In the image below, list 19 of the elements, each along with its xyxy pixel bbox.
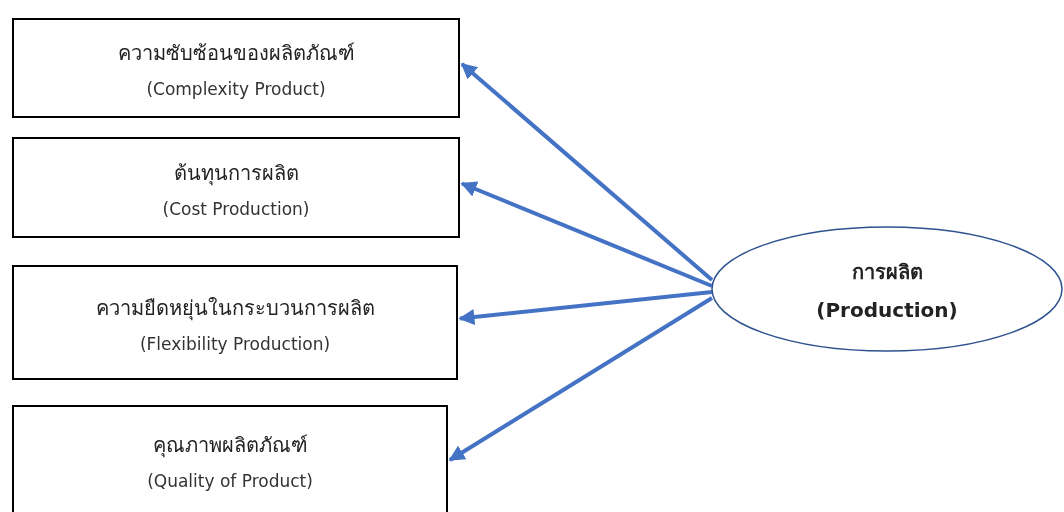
node-title: ความยืดหยุ่นในกระบวนการผลิต	[95, 294, 375, 323]
process-box	[12, 405, 448, 512]
process-box	[12, 18, 460, 118]
node-title: คุณภาพผลิตภัณฑ์	[152, 432, 308, 460]
process-box	[12, 137, 460, 238]
node-title: ต้นทุนการผลิต	[173, 159, 299, 188]
ellipse-node	[711, 226, 1063, 352]
node-subtitle: (Production)	[816, 298, 958, 322]
node-subtitle: (Cost Production)	[162, 198, 310, 219]
node-subtitle: (Complexity Product)	[146, 79, 326, 99]
node-subtitle: (Flexibility Production)	[139, 333, 331, 354]
node-title: การผลิต	[851, 259, 923, 286]
arrow	[460, 62, 714, 282]
arrow	[458, 290, 713, 325]
node-title: ความซับซ้อนของผลิตภัณฑ์	[117, 40, 355, 67]
arrow	[448, 296, 714, 462]
node-subtitle: (Quality of Product)	[147, 471, 313, 491]
process-box	[12, 265, 458, 380]
arrow	[460, 181, 713, 288]
